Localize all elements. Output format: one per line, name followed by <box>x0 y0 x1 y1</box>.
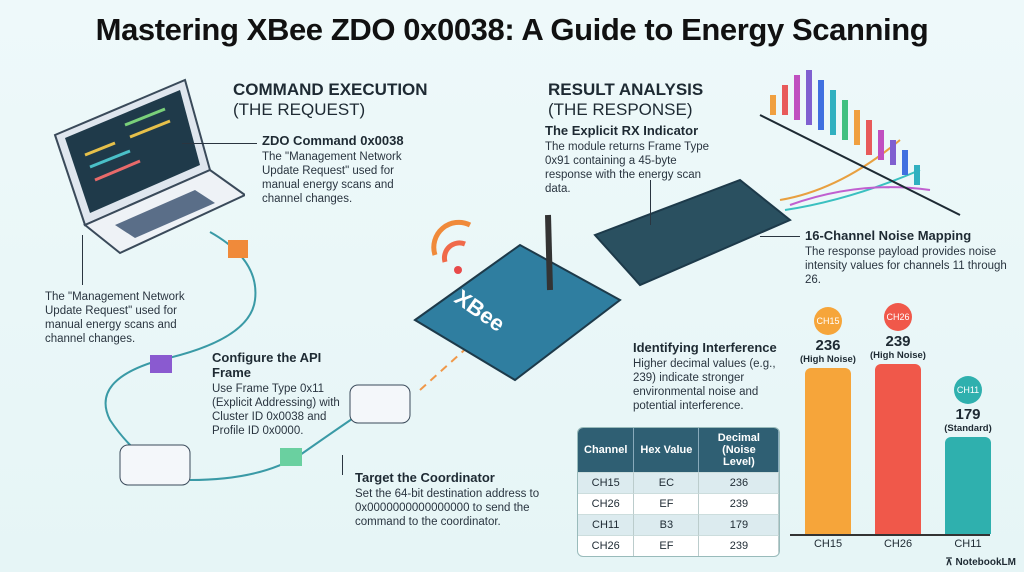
annotation: (High Noise) <box>870 350 926 361</box>
value: 239 <box>885 333 911 350</box>
annotation: (Standard) <box>944 423 992 435</box>
channel-badge: CH11 <box>954 376 982 405</box>
packet-icon <box>228 240 248 258</box>
bar-value-label: 179(Standard) <box>933 407 1003 435</box>
bar-ch26 <box>875 364 921 534</box>
table-cell: EF <box>634 535 700 556</box>
bar-ch15 <box>805 367 851 534</box>
channel-badge: CH26 <box>884 303 912 331</box>
table-cell: CH11 <box>578 514 635 535</box>
xbee-module-icon <box>413 243 622 382</box>
channel-badge: CH15 <box>814 306 842 335</box>
table-cell: B3 <box>634 514 700 535</box>
value: 179 <box>955 406 981 424</box>
table-cell: 239 <box>699 493 780 514</box>
table-cell: 239 <box>699 535 780 556</box>
table-cell: EC <box>634 472 700 493</box>
data-panel-icon <box>593 178 792 287</box>
x-tick-label: CH15 <box>813 538 843 550</box>
x-tick-label: CH11 <box>954 538 982 550</box>
bar-ch11 <box>945 437 991 534</box>
table-cell: CH26 <box>578 535 635 556</box>
table-cell: 179 <box>699 514 780 535</box>
annotation: (High Noise) <box>800 353 856 365</box>
value: 236 <box>815 336 841 354</box>
page-title: Mastering XBee ZDO 0x0038: A Guide to En… <box>95 12 929 47</box>
spectrum-bars-icon <box>759 70 961 216</box>
laptop-illustration <box>53 78 245 255</box>
footer-brand: ⊼ NotebookLM <box>945 557 1016 568</box>
packet-icon <box>150 355 172 373</box>
response-heading: RESULT ANALYSIS(THE RESPONSE) <box>548 80 704 119</box>
table-cell: CH26 <box>578 493 635 514</box>
table-cell: 236 <box>699 472 780 493</box>
management-request-note: The "Management Network Update Request" … <box>45 291 185 345</box>
table-cell: CH15 <box>578 472 635 493</box>
coordinator-icon <box>349 384 411 424</box>
brand-label: NotebookLM <box>955 557 1016 568</box>
bar-value-label: 236(High Noise) <box>793 336 863 366</box>
x-tick-label: CH26 <box>883 538 913 550</box>
table-cell: EF <box>634 493 700 514</box>
packet-icon <box>280 448 302 466</box>
router-icon <box>119 444 191 486</box>
request-heading: COMMAND EXECUTION(THE REQUEST) <box>233 80 428 119</box>
antenna-icon <box>545 214 553 291</box>
bar-value-label: 239(High Noise) <box>863 334 933 362</box>
